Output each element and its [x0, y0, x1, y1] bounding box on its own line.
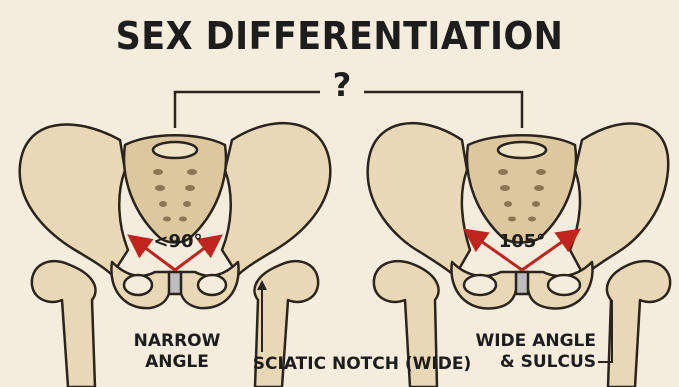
right-caption: WIDE ANGLE & SULCUS: [468, 331, 596, 373]
right-angle-label: 105°: [497, 231, 547, 252]
left-caption-line2: ANGLE: [122, 352, 232, 373]
right-caption-line1: WIDE ANGLE: [468, 331, 596, 352]
page-title: SEX DIFFERENTIATION: [27, 14, 652, 58]
connector-right: [364, 92, 522, 128]
question-mark: ?: [327, 66, 357, 104]
right-iliac-wing-right: [570, 123, 668, 276]
connector-left: [175, 92, 320, 128]
left-pubic-symphysis: [169, 272, 181, 294]
left-iliac-wing-left: [20, 124, 128, 275]
right-iliac-wing-left: [368, 123, 470, 276]
right-femur-right: [607, 261, 670, 387]
left-caption-line1: NARROW: [122, 331, 232, 352]
right-pubic-symphysis: [516, 272, 528, 294]
left-femur-left: [32, 261, 96, 387]
left-iliac-wing-right: [222, 123, 330, 275]
left-angle-label: <90°: [150, 231, 206, 252]
right-caption-line2: & SULCUS: [468, 352, 596, 373]
center-caption: SCIATIC NOTCH (WIDE): [232, 354, 492, 375]
left-caption: NARROW ANGLE: [122, 331, 232, 373]
